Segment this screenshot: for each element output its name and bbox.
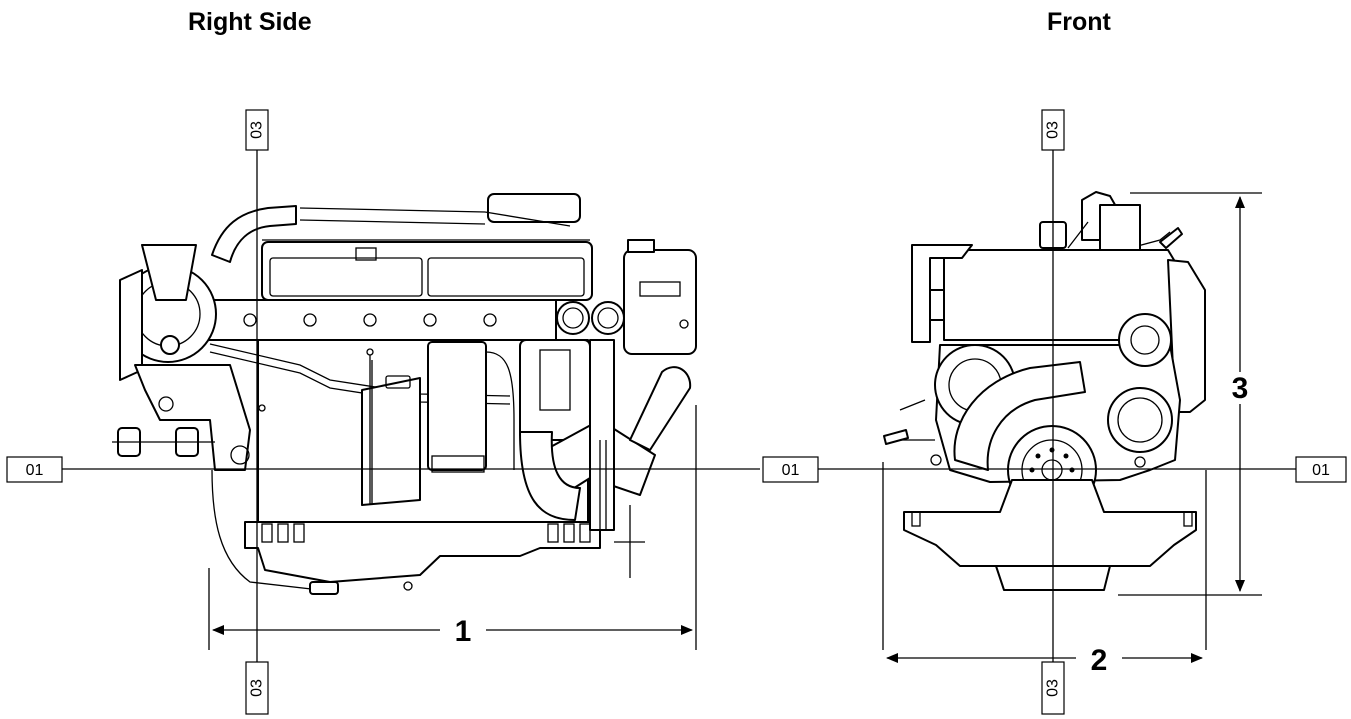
ref-03-right-side-top-label: 03 (245, 109, 269, 151)
front-engine (883, 191, 1206, 591)
ref-03-front-top-text: 03 (1045, 121, 1062, 139)
dimension-width: 2 (882, 462, 1207, 677)
ref-03-front-bottom-text: 03 (1045, 679, 1062, 697)
dimension-length: 1 (208, 405, 697, 650)
ref-03-right-side-top-text: 03 (249, 121, 266, 139)
ref-03-front-top-label: 03 (1041, 109, 1065, 151)
dimension-length-label: 1 (455, 615, 472, 648)
ref-01-middle-label: 01 (762, 456, 819, 483)
ref-01-middle-text: 01 (782, 462, 800, 479)
dimension-width-label: 2 (1091, 644, 1108, 677)
ref-03-right-side-bottom-label: 03 (245, 661, 269, 715)
ref-01-left-text: 01 (26, 462, 44, 479)
ref-03-right-side-bottom-text: 03 (249, 679, 266, 697)
ref-01-left-label: 01 (6, 456, 63, 483)
ref-01-right-text: 01 (1312, 462, 1330, 479)
right-side-view-title: Right Side (188, 8, 312, 36)
front-view-title: Front (1047, 8, 1111, 36)
right-side-engine (112, 193, 697, 595)
ref-03-front-bottom-label: 03 (1041, 661, 1065, 715)
reference-lines-03 (256, 150, 1054, 662)
ref-01-right-label: 01 (1295, 456, 1347, 483)
dimension-height-label: 3 (1232, 372, 1249, 405)
dimension-height: 3 (1118, 192, 1262, 596)
